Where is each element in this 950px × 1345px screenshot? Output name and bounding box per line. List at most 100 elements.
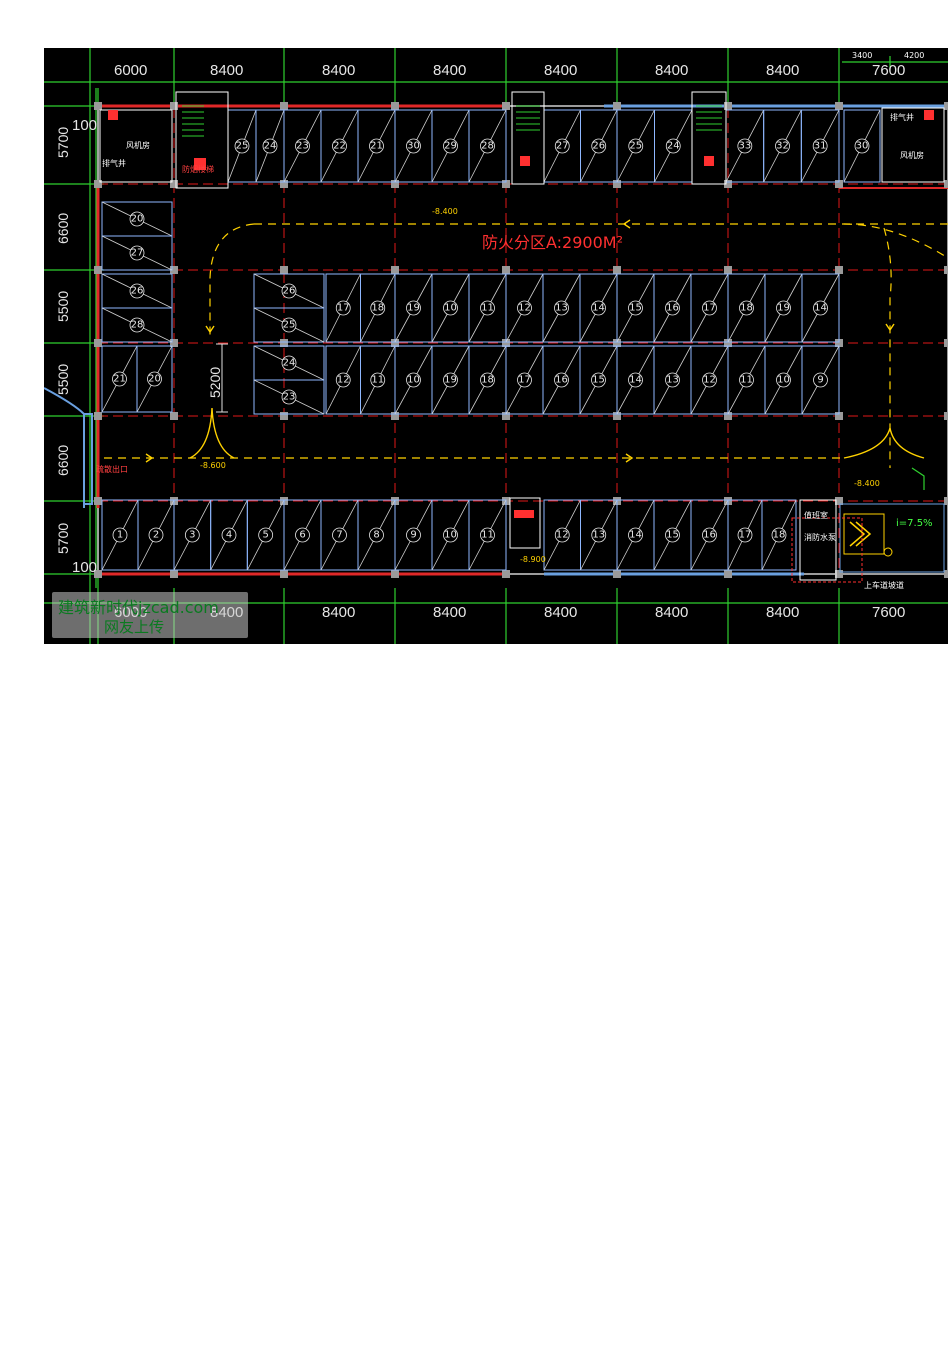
stall-mid1: 17 (325, 273, 361, 343)
fire-zone-label: 防火分区A:2900M² (482, 233, 623, 252)
stall-bottom: 13 (580, 499, 618, 571)
stall-number: 10 (777, 375, 790, 386)
level-mark-4: -8.900 (520, 555, 546, 564)
column (724, 266, 732, 274)
column (391, 412, 399, 420)
stall-number: 15 (666, 530, 679, 541)
stall-mid2: 10 (764, 345, 803, 415)
stall-number: 24 (283, 358, 296, 369)
column (94, 266, 102, 274)
stall-number: 14 (592, 303, 605, 314)
stall-number: 22 (333, 141, 346, 152)
column (280, 339, 288, 347)
column (944, 412, 948, 420)
fan-room-right-label: 风机房 (900, 150, 924, 160)
stall-bottom: 2 (137, 499, 175, 571)
dim-100-top: 100 (72, 117, 97, 134)
bottom-dim-3: 8400 (322, 604, 355, 621)
dim-100-bottom: 100 (72, 559, 97, 576)
service-rooms (99, 91, 945, 581)
stall-number: 30 (407, 141, 420, 152)
column (391, 180, 399, 188)
fan-room-label: 风机房 (126, 140, 150, 150)
top-sub-dim-1: 3400 (852, 51, 872, 60)
column (944, 180, 948, 188)
watermark-line2: 网友上传 (104, 618, 165, 636)
stall-mid2: 13 (653, 345, 692, 415)
column (502, 339, 510, 347)
column (280, 102, 288, 110)
stall-number: 29 (444, 141, 457, 152)
top-dim-7: 8400 (766, 62, 799, 79)
stall-number: 11 (481, 303, 494, 314)
column (391, 102, 399, 110)
column (724, 180, 732, 188)
stall-number: 4 (226, 530, 232, 541)
stall-number: 25 (629, 141, 642, 152)
stall-bottom: 12 (543, 499, 581, 571)
column (724, 102, 732, 110)
stall-mid2: 14 (616, 345, 655, 415)
stall-mid2: 12 (325, 345, 361, 415)
left-dim-4: 5500 (55, 364, 71, 395)
level-mark-1: -8.400 (432, 207, 458, 216)
stall-number: 28 (131, 320, 144, 331)
stall-mid2: 19 (431, 345, 470, 415)
route-arrows (145, 219, 925, 463)
exhaust-left-label: 排气井 (102, 158, 126, 168)
dim-5200: 5200 (207, 367, 223, 398)
stall-number: 14 (814, 303, 827, 314)
stall-mid1: 18 (727, 273, 766, 343)
stall-number: 21 (370, 141, 383, 152)
column (94, 412, 102, 420)
column (613, 102, 621, 110)
stall-bottom: 7 (320, 499, 359, 571)
stall-number: 11 (481, 530, 494, 541)
stall-top: 30 (843, 109, 881, 183)
stall-number: 20 (131, 214, 144, 225)
stall-bottom: 3 (173, 499, 212, 571)
column (94, 497, 102, 505)
stall-top: 26 (580, 109, 618, 183)
stall-number: 8 (373, 530, 379, 541)
stall-number: 23 (296, 141, 309, 152)
stall-top: 21 (357, 109, 396, 183)
column (724, 412, 732, 420)
column (944, 102, 948, 110)
stall-bottom: 9 (394, 499, 433, 571)
stall-top: 24 (255, 109, 285, 183)
level-mark-2: -8.600 (200, 461, 226, 470)
column (170, 266, 178, 274)
left-dim-5: 6600 (55, 445, 71, 476)
stall-top: 25 (616, 109, 655, 183)
column (502, 180, 510, 188)
stall-number: 32 (776, 141, 789, 152)
top-dim-5: 8400 (544, 62, 577, 79)
stall-top: 23 (283, 109, 322, 183)
stall-left: 28 (101, 307, 173, 343)
stall-bottom: 16 (690, 499, 729, 571)
top-dim-2: 8400 (210, 62, 243, 79)
column (280, 266, 288, 274)
stall-top: 30 (394, 109, 433, 183)
stall-bottom: 17 (727, 499, 763, 571)
stall-mid2: 18 (468, 345, 507, 415)
stall-number: 17 (337, 303, 350, 314)
axis-lines (98, 108, 948, 578)
stall-number: 10 (444, 530, 457, 541)
column (944, 497, 948, 505)
column (724, 570, 732, 578)
stall-number: 3 (189, 530, 195, 541)
watermark-line1: 建筑新时代jzcad.com (58, 598, 219, 617)
bottom-dim-4: 8400 (433, 604, 466, 621)
stall-number: 26 (283, 286, 296, 297)
stall-number: 10 (407, 375, 420, 386)
column (94, 180, 102, 188)
bottom-dim-8: 7600 (872, 604, 905, 621)
column (613, 180, 621, 188)
stall-bottom: 18 (761, 499, 797, 571)
column (724, 339, 732, 347)
stall-number: 17 (703, 303, 716, 314)
